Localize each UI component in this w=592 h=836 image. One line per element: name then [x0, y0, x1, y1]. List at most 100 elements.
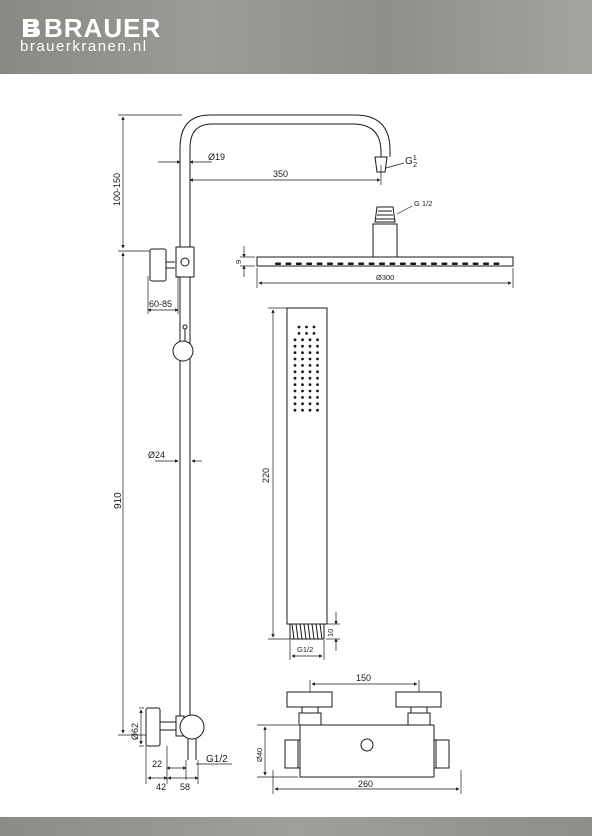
hand-nozzle: [297, 332, 301, 335]
hand-nozzle: [308, 383, 312, 386]
dim-mixer-width: 260: [358, 779, 373, 789]
hand-nozzle: [301, 364, 304, 367]
hand-nozzle: [301, 338, 304, 342]
nozzle: [316, 262, 323, 265]
hand-nozzle: [312, 325, 316, 329]
brand-url: brauerkranen.nl: [20, 38, 148, 55]
head-dimension-lines: [240, 205, 514, 288]
hand-nozzle: [301, 357, 304, 361]
hand-nozzle: [293, 344, 297, 348]
hand-nozzle: [301, 402, 304, 406]
nozzle: [441, 262, 448, 265]
dim-pipe-top-diameter: Ø19: [208, 152, 225, 162]
nozzle: [431, 262, 437, 265]
nozzle: [275, 262, 281, 265]
dim-mixer-centers: 150: [356, 673, 371, 683]
hand-nozzle: [293, 357, 297, 361]
dim-head-thickness: 9: [234, 260, 243, 264]
hand-shower-nozzles: [293, 325, 319, 412]
hand-nozzle: [308, 370, 312, 374]
hand-nozzle: [316, 396, 319, 399]
dim-hand-length: 220: [261, 468, 271, 483]
nozzle: [420, 262, 427, 265]
hand-nozzle: [301, 351, 304, 354]
hand-nozzle: [316, 408, 319, 412]
hand-nozzle: [316, 389, 319, 393]
hand-nozzle: [293, 396, 297, 399]
hand-nozzle: [305, 325, 308, 329]
dim-hand-thread-len: 10: [326, 629, 335, 637]
hand-dimension-lines: [268, 307, 340, 660]
nozzle: [358, 262, 365, 265]
nozzle: [306, 262, 313, 265]
hand-nozzle: [301, 383, 304, 386]
hand-nozzle: [301, 370, 304, 374]
hand-nozzle: [301, 396, 304, 399]
hand-nozzle: [308, 344, 312, 348]
hand-nozzle: [293, 370, 297, 374]
hand-nozzle: [316, 370, 319, 374]
hand-nozzle: [308, 351, 312, 354]
dim-bottom-thread: G1/2: [206, 754, 228, 765]
nozzle: [285, 262, 292, 265]
nozzle: [379, 262, 385, 265]
nozzle: [483, 262, 489, 265]
nozzle: [389, 262, 396, 265]
brauer-logo-icon: [23, 19, 40, 37]
nozzle: [347, 262, 354, 265]
hand-nozzle: [308, 364, 312, 367]
dim-pipe-diameter: Ø24: [148, 450, 165, 460]
hand-nozzle: [293, 408, 297, 412]
hand-nozzle: [293, 351, 297, 354]
hand-nozzle: [293, 402, 297, 406]
nozzle: [327, 262, 333, 265]
nozzle: [472, 262, 479, 265]
dim-arm-length: 350: [273, 169, 288, 179]
hand-nozzle: [293, 364, 297, 367]
header-banner: BRAUER brauerkranen.nl: [0, 0, 592, 74]
hand-nozzle: [301, 376, 304, 380]
dim-total-height: 910: [113, 492, 124, 509]
nozzle: [399, 262, 406, 265]
dim-bottom-42: 42: [156, 782, 166, 792]
dim-mixer-height: Ø40: [255, 748, 264, 762]
nozzle: [451, 262, 458, 265]
dim-bottom-58: 58: [180, 782, 190, 792]
brand-name: BRAUER: [44, 13, 162, 43]
hand-nozzle: [305, 332, 308, 335]
hand-nozzle: [293, 383, 297, 386]
hand-nozzle: [308, 357, 312, 361]
hand-nozzle: [308, 389, 312, 393]
hand-nozzle: [316, 338, 319, 342]
hand-nozzle: [297, 325, 301, 329]
hand-nozzle: [312, 332, 316, 335]
nozzle: [295, 262, 302, 265]
hand-nozzle: [316, 351, 319, 354]
nozzle: [337, 262, 344, 265]
hand-shower: [286, 307, 328, 640]
hand-nozzle: [316, 376, 319, 380]
hand-nozzle: [308, 338, 312, 342]
nozzle: [462, 262, 469, 265]
head-shower-nozzles: [275, 262, 500, 265]
nozzle: [368, 262, 375, 265]
dim-bottom-22: 22: [152, 759, 162, 769]
hand-nozzle: [308, 376, 312, 380]
shower-column: [145, 114, 391, 760]
hand-nozzle: [316, 364, 319, 367]
hand-nozzle: [293, 338, 297, 342]
dim-knob-diameter: Ø62: [130, 723, 140, 740]
hand-nozzle: [308, 396, 312, 399]
dim-wall-offset: 60-85: [149, 299, 172, 309]
thermostatic-mixer: [284, 691, 450, 778]
hand-nozzle: [316, 402, 319, 406]
hand-nozzle: [308, 402, 312, 406]
hand-nozzle: [301, 344, 304, 348]
hand-nozzle: [293, 389, 297, 393]
hand-nozzle: [308, 408, 312, 412]
head-shower: [256, 206, 514, 267]
nozzle: [410, 262, 417, 265]
dim-head-thread: G 1/2: [414, 199, 432, 208]
